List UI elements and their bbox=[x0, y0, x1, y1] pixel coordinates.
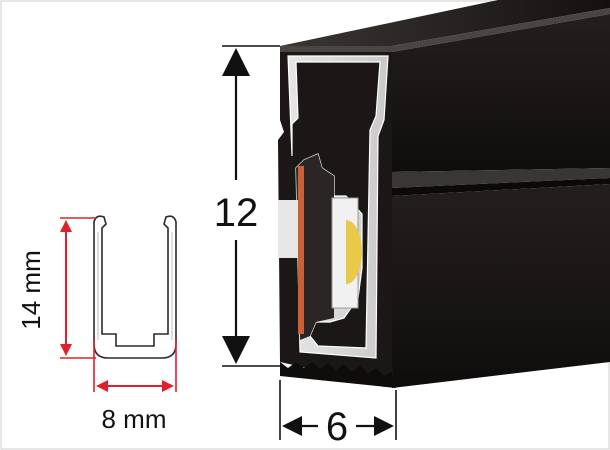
arrowhead-up bbox=[222, 48, 250, 76]
height-large-label: 12 bbox=[214, 191, 259, 235]
arrowhead-down bbox=[60, 344, 72, 356]
u-profile-outline bbox=[93, 215, 177, 359]
width-large-label: 6 bbox=[326, 405, 348, 449]
arrowhead-up bbox=[60, 220, 72, 232]
arrowhead-left bbox=[282, 416, 302, 436]
large-height-dimension bbox=[222, 45, 280, 367]
profile-groove bbox=[392, 168, 610, 188]
profile-top-edge bbox=[280, 8, 610, 52]
mounting-ledge bbox=[278, 200, 298, 258]
small-width-dimension bbox=[93, 340, 177, 392]
neon-profile-3d bbox=[278, 0, 610, 388]
pcb-strip bbox=[298, 166, 304, 334]
large-width-dimension bbox=[279, 380, 397, 440]
arrowhead-right bbox=[374, 416, 394, 436]
led-channel bbox=[296, 154, 334, 340]
height-small-label: 14 mm bbox=[16, 250, 46, 329]
arrowhead-right bbox=[162, 380, 174, 392]
arrowhead-down bbox=[222, 336, 250, 364]
profile-top-face bbox=[280, 0, 610, 46]
small-height-dimension bbox=[60, 217, 96, 359]
small-u-profile bbox=[93, 215, 177, 359]
profile-groove-shadow bbox=[392, 178, 610, 196]
width-small-label: 8 mm bbox=[102, 404, 167, 434]
profile-side-face-lower bbox=[392, 184, 610, 388]
profile-ribbed-base bbox=[280, 362, 396, 388]
arrowhead-left bbox=[96, 380, 108, 392]
led-chip bbox=[346, 220, 362, 284]
profile-side-face-upper bbox=[392, 14, 610, 172]
